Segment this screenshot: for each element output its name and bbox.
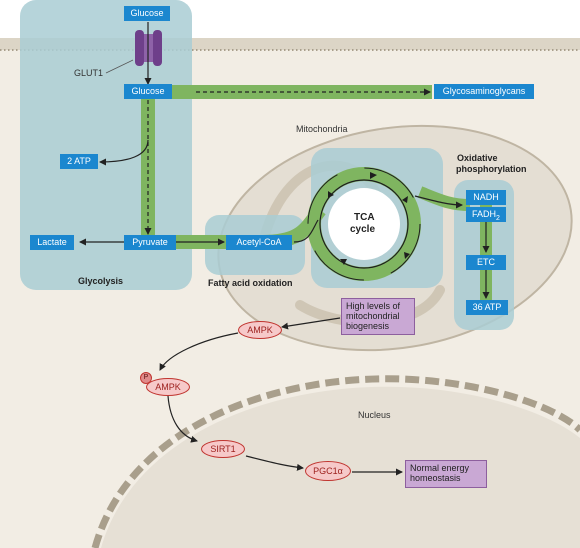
tca-ring-inner [319, 179, 409, 269]
mitochondrial-biogenesis-box: High levels of mitochondrial biogenesis [341, 298, 415, 335]
arrow-biogenesis-to-ampk [281, 317, 341, 330]
fatty-acid-oxidation-label: Fatty acid oxidation [208, 278, 293, 288]
arrow-p-ampk-to-sirt1 [167, 395, 198, 443]
phosphate-marker: P [140, 372, 152, 384]
lactate-box: Lactate [30, 235, 74, 250]
glycolysis-label: Glycolysis [78, 276, 124, 286]
sirt1-node: SIRT1 [201, 440, 245, 458]
fadh2-box: FADH2 [466, 207, 506, 222]
fadh2-text: FADH [472, 209, 497, 219]
tca-center [328, 188, 400, 260]
tca-arrowhead [340, 259, 347, 265]
green-path-to-nadh [417, 186, 471, 211]
tca-arrowhead [370, 172, 377, 179]
tca-label-line2: cycle [350, 224, 376, 235]
tca-arrowhead [328, 191, 334, 198]
energy-homeostasis-box: Normal energy homeostasis [405, 460, 487, 488]
tca-ring-outer-line [307, 167, 421, 281]
arrow-sirt1-to-pgc1a [245, 455, 304, 471]
oxphos-label-line1: Oxidative [457, 153, 498, 163]
tca-label-line1: TCA [354, 212, 375, 223]
arrow-to-2atp [99, 139, 149, 166]
pyruvate-box: Pyruvate [124, 235, 176, 250]
glucose-outside-box: Glucose [124, 6, 170, 21]
atp36-box: 36 ATP [466, 300, 508, 315]
ampk-node: AMPK [238, 321, 282, 339]
nuclear-envelope [91, 375, 580, 548]
arrow-tca-to-nadh [414, 195, 463, 209]
arrow-acetylcoa-to-tca [293, 219, 319, 243]
pgc1a-node: PGC1α [305, 461, 351, 481]
oxphos-label-line2: phosphorylation [456, 164, 527, 174]
acetyl-coa-box: Acetyl-CoA [226, 235, 292, 250]
etc-box: ETC [466, 255, 506, 270]
arrow-ampk-to-p-ampk [159, 332, 239, 371]
nadh-box: NADH [466, 190, 506, 205]
glut1-transporter-right [153, 30, 162, 66]
nucleus-label: Nucleus [358, 410, 391, 420]
tca-ring [307, 167, 421, 281]
glucose-inside-box: Glucose [124, 84, 172, 99]
glycosaminoglycans-box: Glycosaminoglycans [434, 84, 534, 99]
tca-arrowhead [404, 252, 410, 259]
glut1-label: GLUT1 [74, 68, 104, 78]
fadh2-subscript: 2 [496, 214, 500, 222]
glut1-pointer [105, 59, 134, 74]
tca-arrowhead [402, 196, 408, 203]
mitochondria-label: Mitochondria [296, 124, 348, 134]
atp2-box: 2 ATP [60, 154, 98, 169]
phospho-ampk-node: AMPK [146, 378, 190, 396]
glut1-transporter-left [135, 30, 144, 66]
